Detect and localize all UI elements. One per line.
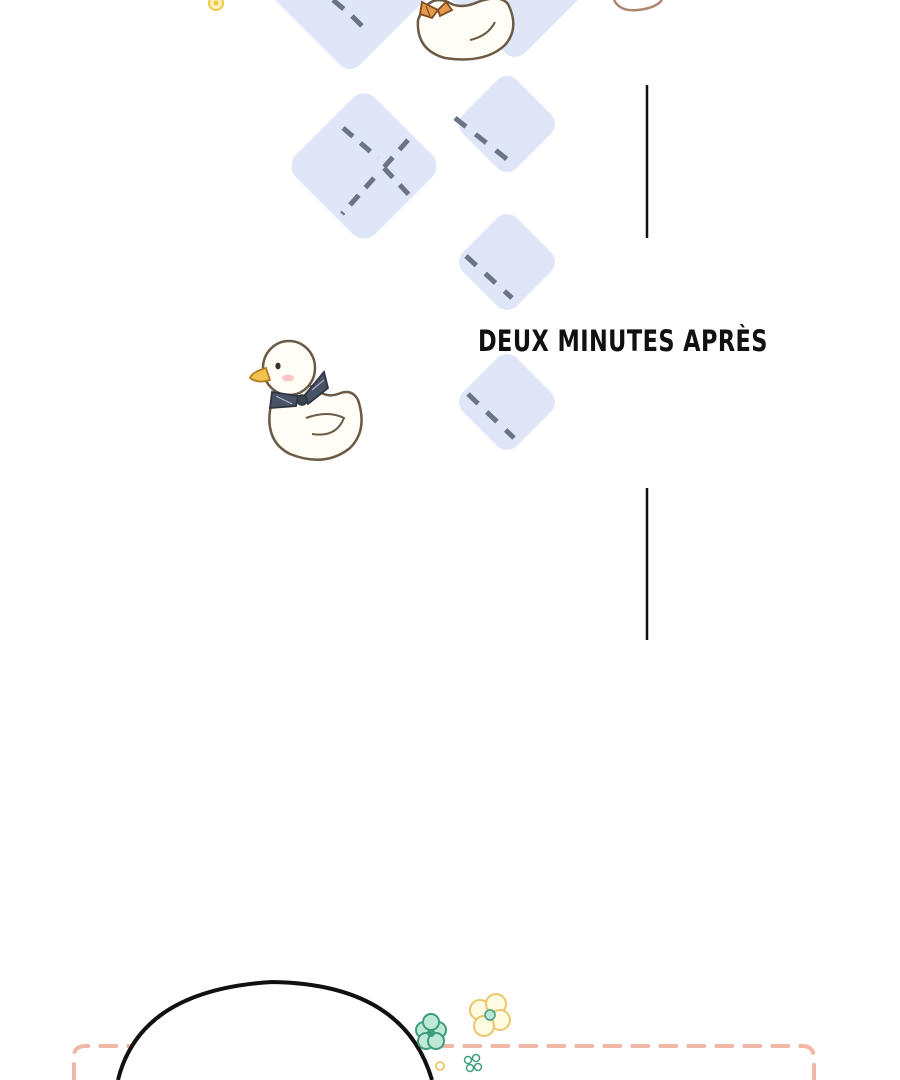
duck-icon (248, 339, 363, 461)
dashed-border (72, 1044, 816, 1080)
tile-small-1 (453, 76, 555, 172)
flower-icon (415, 1013, 447, 1050)
duck-icon (416, 0, 515, 61)
cloud-shape (612, 0, 663, 12)
speech-bubble (116, 979, 434, 1080)
tile-large (291, 93, 437, 239)
bow-icon (268, 370, 330, 409)
flower-icon (469, 993, 511, 1037)
time-skip-caption: DEUX MINUTES APRÈS (478, 324, 768, 358)
bow-icon (418, 0, 454, 20)
tile-top-left (270, 0, 430, 70)
flower-icon (435, 1053, 483, 1073)
flower-icon (208, 0, 224, 11)
tile-small-3 (459, 354, 555, 450)
tile-small-2 (459, 214, 555, 310)
